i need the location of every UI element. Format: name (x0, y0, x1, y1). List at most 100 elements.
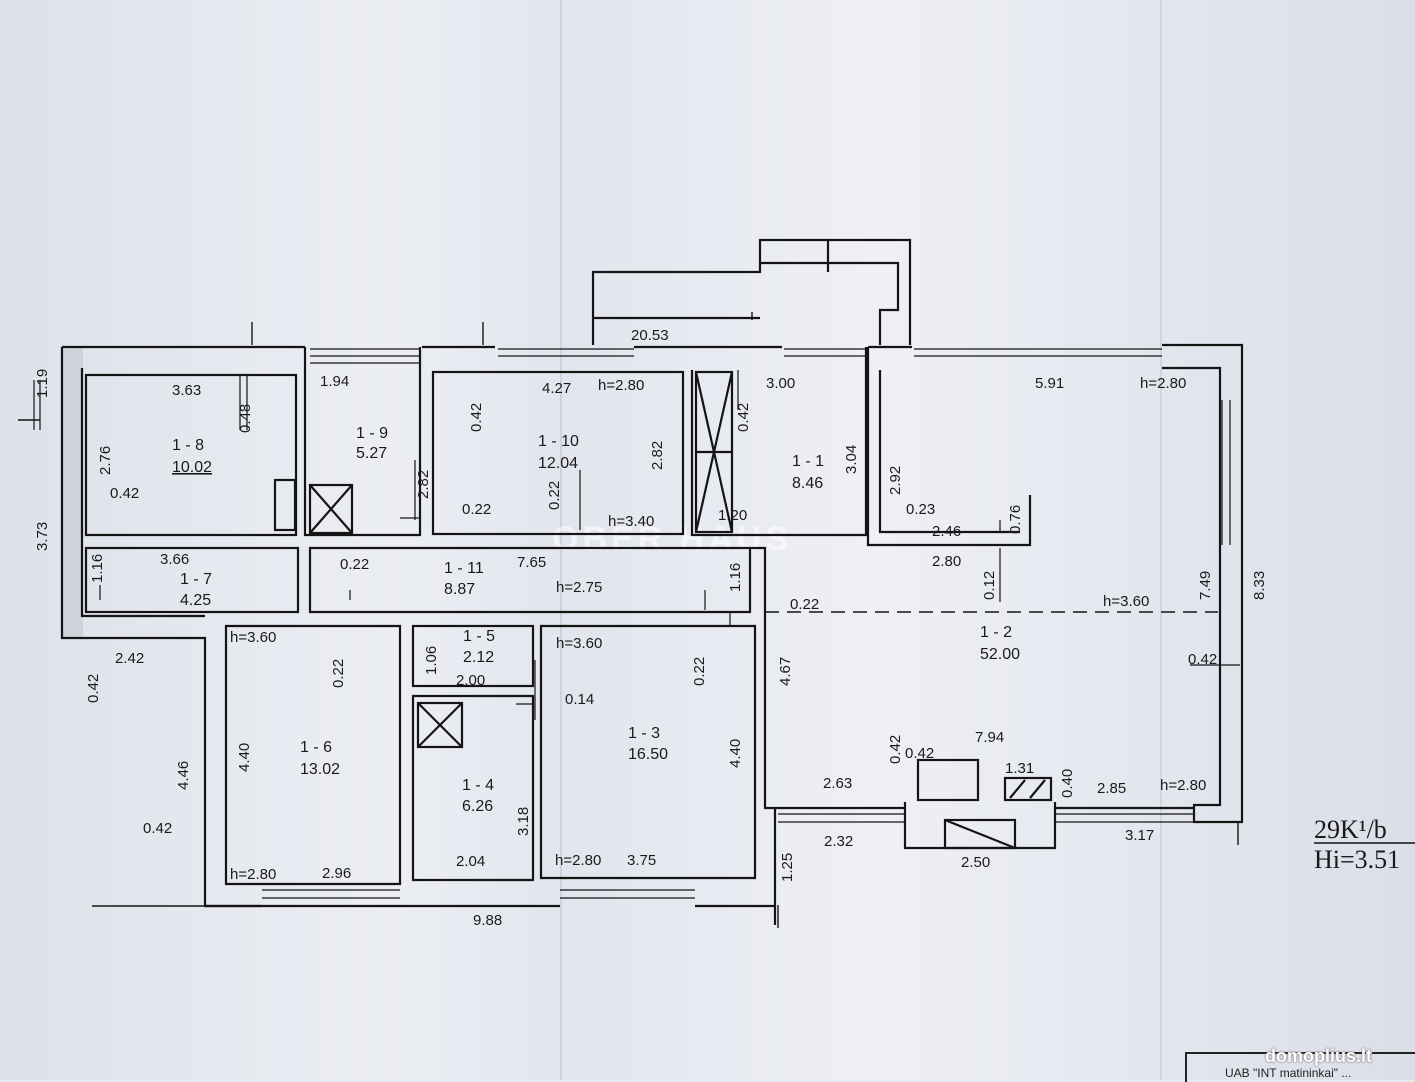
dim-label: 9.88 (473, 912, 502, 929)
room-id: 1 - 9 (356, 425, 388, 442)
dim-label: 1.25 (779, 853, 796, 882)
dim-label: 1.16 (89, 554, 106, 583)
dim-label: 2.82 (415, 470, 432, 499)
dim-label: h=2.80 (598, 377, 644, 394)
room-id: 1 - 7 (180, 571, 212, 588)
dim-label: 3.18 (515, 807, 532, 836)
dim-label: 2.92 (887, 466, 904, 495)
dim-label: 2.96 (322, 865, 351, 882)
dim-label: 0.42 (110, 485, 139, 502)
dim-label: 0.22 (790, 596, 819, 613)
room-area: 8.87 (444, 581, 475, 598)
walls (18, 238, 1244, 928)
dim-label: 4.67 (777, 657, 794, 686)
dim-label: 0.48 (237, 404, 254, 433)
dim-label: h=3.60 (1103, 593, 1149, 610)
paper-fold-line (1160, 0, 1162, 1080)
paper-fold-line (560, 0, 562, 1080)
dim-label: 0.22 (546, 481, 563, 510)
room-area: 13.02 (300, 761, 340, 778)
room-id: 1 - 4 (462, 777, 494, 794)
dim-label: 0.12 (981, 571, 998, 600)
room-area: 12.04 (538, 455, 578, 472)
ghost-watermark: OBER HAUS (552, 520, 793, 558)
dim-label: 4.46 (175, 761, 192, 790)
dim-label: 0.42 (143, 820, 172, 837)
dim-label: 4.40 (727, 739, 744, 768)
dim-label: h=2.80 (230, 866, 276, 883)
dim-label: 0.42 (735, 403, 752, 432)
room-area: 5.27 (356, 445, 387, 462)
dim-label: 2.42 (115, 650, 144, 667)
room-id: 1 - 8 (172, 437, 204, 454)
dim-label: h=2.80 (555, 852, 601, 869)
dim-label: 0.42 (85, 674, 102, 703)
dim-label: 3.73 (34, 522, 51, 551)
dim-label: 5.91 (1035, 375, 1064, 392)
dim-label: 1.16 (727, 563, 744, 592)
dim-label: 0.40 (1059, 769, 1076, 798)
dim-label: 7.94 (975, 729, 1004, 746)
dim-label: h=3.60 (230, 629, 276, 646)
dim-label: 3.75 (627, 852, 656, 869)
dim-label: 3.17 (1125, 827, 1154, 844)
building-class-stamp: 29K¹/b Hi=3.51 (1314, 815, 1415, 874)
dim-label: 0.22 (691, 657, 708, 686)
room-id: 1 - 5 (463, 628, 495, 645)
dimension-labels: 20.53 1.19 3.63 0.48 2.76 0.42 1.94 4.27… (34, 327, 1268, 929)
dim-label: 2.63 (823, 775, 852, 792)
dim-label: h=3.60 (556, 635, 602, 652)
dim-label: 3.04 (843, 445, 860, 474)
dim-label: h=3.40 (608, 513, 654, 530)
dim-label: 2.76 (97, 446, 114, 475)
room-area: 10.02 (172, 459, 212, 476)
dim-label: 2.04 (456, 853, 485, 870)
dim-label: 2.82 (649, 441, 666, 470)
dim-label: 4.40 (236, 743, 253, 772)
title-block-text: UAB "INT matininkai" ... (1225, 1066, 1352, 1080)
dim-label: 2.85 (1097, 780, 1126, 797)
room-id: 1 - 6 (300, 739, 332, 756)
room-area: 4.25 (180, 592, 211, 609)
dim-label: 0.22 (462, 501, 491, 518)
dim-label: 0.42 (887, 735, 904, 764)
dim-label: 4.27 (542, 380, 571, 397)
dim-label: 8.33 (1251, 571, 1268, 600)
room-labels: 1 - 8 10.02 1 - 9 5.27 1 - 10 12.04 1 - … (172, 425, 1020, 815)
dim-label: h=2.80 (1160, 777, 1206, 794)
dim-label: 20.53 (631, 327, 669, 344)
room-id: 1 - 2 (980, 624, 1012, 641)
dim-label: 0.22 (330, 659, 347, 688)
dim-label: 0.42 (1188, 651, 1217, 668)
dim-label: 0.22 (340, 556, 369, 573)
dim-label: 1.94 (320, 373, 349, 390)
dim-label: 0.42 (468, 403, 485, 432)
dim-label: 0.23 (906, 501, 935, 518)
dim-label: 7.65 (517, 554, 546, 571)
dim-label: 0.42 (905, 745, 934, 762)
room-id: 1 - 11 (444, 560, 484, 577)
room-area: 2.12 (463, 649, 494, 666)
title-block-frame (1185, 1052, 1415, 1082)
dim-label: 2.32 (824, 833, 853, 850)
room-id: 1 - 10 (538, 433, 579, 450)
dim-label: 2.80 (932, 553, 961, 570)
dim-label: h=2.80 (1140, 375, 1186, 392)
dim-label: 0.76 (1007, 505, 1024, 534)
dim-label: 2.46 (932, 523, 961, 540)
dim-label: 1.06 (423, 646, 440, 675)
dim-label: 0.14 (565, 691, 594, 708)
dim-label: h=2.75 (556, 579, 602, 596)
room-area: 16.50 (628, 746, 668, 763)
room-id: 1 - 1 (792, 453, 824, 470)
dim-label: 2.00 (456, 672, 485, 689)
dim-label: 1.19 (34, 369, 51, 398)
dim-label: 1.31 (1005, 760, 1034, 777)
dim-label: 3.66 (160, 551, 189, 568)
room-area: 6.26 (462, 798, 493, 815)
room-id: 1 - 3 (628, 725, 660, 742)
stamp-line-1: 29K¹/b (1314, 815, 1387, 844)
site-watermark: domoplius.lt (1265, 1046, 1372, 1066)
